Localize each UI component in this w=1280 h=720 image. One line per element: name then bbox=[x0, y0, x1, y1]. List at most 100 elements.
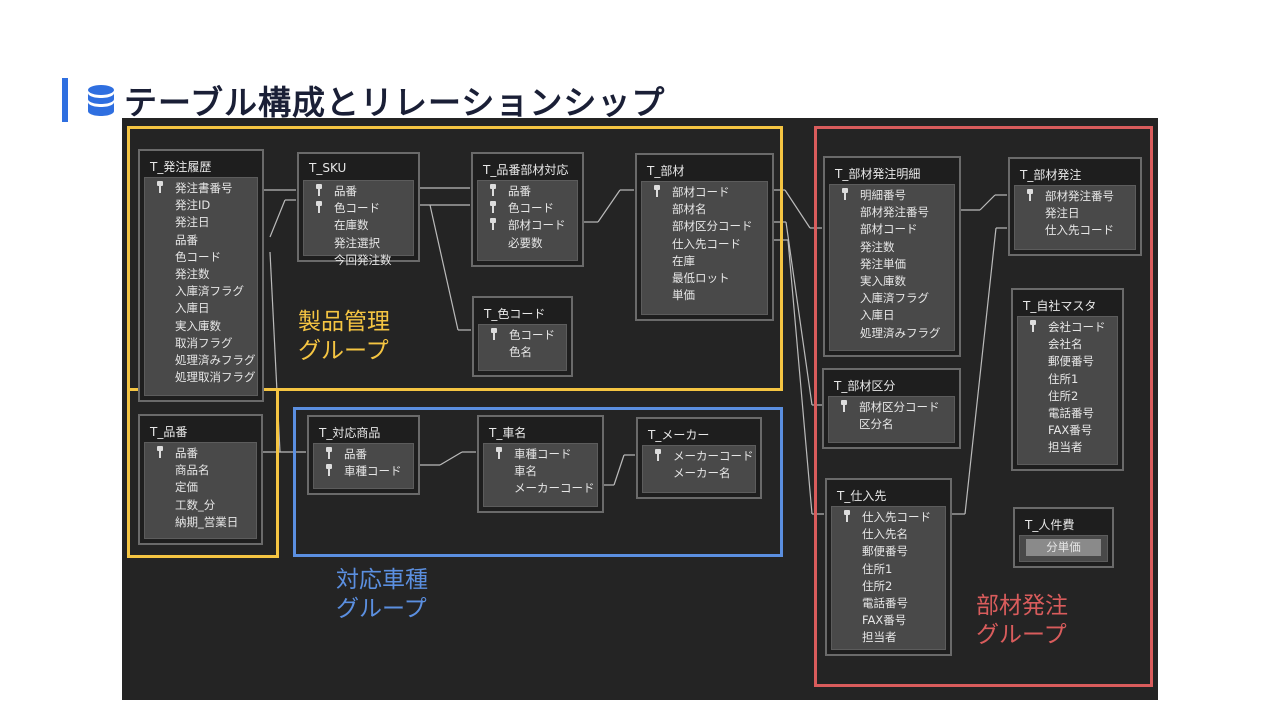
field-row[interactable]: 処理済みフラグ bbox=[145, 352, 257, 369]
field-row[interactable]: 区分名 bbox=[829, 416, 954, 433]
field-row[interactable]: 電話番号 bbox=[832, 595, 945, 612]
field-row[interactable]: 色コード bbox=[478, 200, 577, 217]
field-row[interactable]: 部材名 bbox=[642, 201, 767, 218]
table-taio[interactable]: T_対応商品品番車種コード bbox=[307, 415, 420, 495]
field-row[interactable]: 住所1 bbox=[1018, 371, 1117, 388]
field-row[interactable]: メーカー名 bbox=[643, 465, 755, 482]
field-row[interactable]: 在庫数 bbox=[304, 217, 413, 234]
field-row[interactable]: 品番 bbox=[145, 445, 256, 462]
field-row[interactable]: 発注日 bbox=[1015, 205, 1135, 222]
table-hinban-buzai[interactable]: T_品番部材対応品番色コード部材コード必要数 bbox=[471, 152, 584, 267]
field-row[interactable]: 在庫 bbox=[642, 253, 767, 270]
field-row[interactable]: 発注ID bbox=[145, 197, 257, 214]
table-maker[interactable]: T_メーカーメーカーコードメーカー名 bbox=[636, 417, 762, 499]
field-row[interactable]: 品番 bbox=[478, 183, 577, 200]
field-row[interactable]: 取消フラグ bbox=[145, 335, 257, 352]
field-row[interactable]: 品番 bbox=[304, 183, 413, 200]
field-row[interactable]: 実入庫数 bbox=[830, 273, 954, 290]
field-row[interactable]: 今回発注数 bbox=[304, 252, 413, 269]
table-title: T_品番 bbox=[150, 425, 188, 439]
table-buzai[interactable]: T_部材部材コード部材名部材区分コード仕入先コード在庫最低ロット単価 bbox=[635, 153, 774, 321]
table-meisai[interactable]: T_部材発注明細明細番号部材発注番号部材コード発注数発注単価実入庫数入庫済フラグ… bbox=[823, 156, 961, 357]
field-name: 実入庫数 bbox=[860, 273, 906, 288]
field-row[interactable]: 発注選択 bbox=[304, 235, 413, 252]
field-row[interactable]: 発注日 bbox=[145, 214, 257, 231]
field-row[interactable]: 仕入先コード bbox=[1015, 222, 1135, 239]
field-row[interactable]: 仕入先コード bbox=[642, 236, 767, 253]
field-row[interactable]: 仕入先名 bbox=[832, 526, 945, 543]
field-row[interactable]: 発注数 bbox=[830, 239, 954, 256]
field-row[interactable]: 入庫日 bbox=[145, 300, 257, 317]
field-row[interactable]: 色名 bbox=[479, 344, 566, 361]
table-buzai-hachu[interactable]: T_部材発注部材発注番号発注日仕入先コード bbox=[1008, 157, 1142, 256]
field-name: 郵便番号 bbox=[1048, 354, 1094, 369]
field-list: 品番色コード在庫数発注選択今回発注数 bbox=[303, 180, 414, 267]
field-row[interactable]: 納期_営業日 bbox=[145, 514, 256, 531]
field-row[interactable]: 住所2 bbox=[1018, 388, 1117, 405]
table-iro[interactable]: T_色コード色コード色名 bbox=[472, 296, 573, 377]
field-row[interactable]: 単価 bbox=[642, 287, 767, 304]
field-row[interactable]: FAX番号 bbox=[1018, 422, 1117, 439]
field-name: 車種コード bbox=[514, 447, 572, 461]
primary-key-icon bbox=[841, 400, 847, 412]
field-row[interactable]: 部材区分コード bbox=[829, 399, 954, 416]
field-row[interactable]: 会社名 bbox=[1018, 336, 1117, 353]
field-row[interactable]: 処理済みフラグ bbox=[830, 325, 954, 342]
field-row[interactable]: 必要数 bbox=[478, 235, 577, 252]
field-row[interactable]: 実入庫数 bbox=[145, 318, 257, 335]
field-row[interactable]: 定価 bbox=[145, 479, 256, 496]
field-row[interactable]: 部材コード bbox=[478, 217, 577, 234]
field-row[interactable]: 部材発注番号 bbox=[1015, 188, 1135, 205]
field-row[interactable]: 発注単価 bbox=[830, 256, 954, 273]
field-row[interactable]: メーカーコード bbox=[643, 448, 755, 465]
field-row[interactable]: 入庫日 bbox=[830, 307, 954, 324]
field-row[interactable]: 発注数 bbox=[145, 266, 257, 283]
table-jinkenhi[interactable]: T_人件費分単価 bbox=[1013, 507, 1114, 568]
field-row[interactable]: 品番 bbox=[314, 446, 413, 463]
field-row[interactable]: メーカーコード bbox=[484, 480, 597, 497]
field-row[interactable]: 入庫済フラグ bbox=[145, 283, 257, 300]
field-row[interactable]: 担当者 bbox=[1018, 439, 1117, 456]
field-row[interactable]: 商品名 bbox=[145, 462, 256, 479]
field-row[interactable]: 車種コード bbox=[314, 463, 413, 480]
field-row[interactable]: 住所1 bbox=[832, 561, 945, 578]
field-name: 色コード bbox=[175, 249, 221, 264]
field-name: メーカーコード bbox=[514, 481, 595, 496]
field-row[interactable]: 品番 bbox=[145, 232, 257, 249]
field-row[interactable]: 住所2 bbox=[832, 578, 945, 595]
field-row[interactable]: 明細番号 bbox=[830, 187, 954, 204]
field-row[interactable]: 担当者 bbox=[832, 629, 945, 646]
field-name: 分単価 bbox=[1046, 540, 1081, 554]
field-row[interactable]: 入庫済フラグ bbox=[830, 290, 954, 307]
field-row[interactable]: 部材コード bbox=[830, 221, 954, 238]
field-row[interactable]: 車種コード bbox=[484, 446, 597, 463]
field-row[interactable]: 電話番号 bbox=[1018, 405, 1117, 422]
table-title: T_人件費 bbox=[1025, 518, 1075, 532]
field-row[interactable]: 部材コード bbox=[642, 184, 767, 201]
field-row[interactable]: 処理取消フラグ bbox=[145, 369, 257, 386]
table-hinban[interactable]: T_品番品番商品名定価工数_分納期_営業日 bbox=[138, 414, 263, 545]
field-row[interactable]: 発注書番号 bbox=[145, 180, 257, 197]
field-row[interactable]: 分単価 bbox=[1026, 539, 1101, 557]
field-row[interactable]: 色コード bbox=[145, 249, 257, 266]
field-name: 発注単価 bbox=[860, 256, 906, 271]
field-row[interactable]: 仕入先コード bbox=[832, 509, 945, 526]
field-row[interactable]: 部材発注番号 bbox=[830, 204, 954, 221]
field-row[interactable]: 車名 bbox=[484, 463, 597, 480]
field-row[interactable]: 工数_分 bbox=[145, 497, 256, 514]
field-row[interactable]: 色コード bbox=[479, 327, 566, 344]
field-row[interactable]: 色コード bbox=[304, 200, 413, 217]
table-kubun[interactable]: T_部材区分部材区分コード区分名 bbox=[822, 368, 961, 449]
field-row[interactable]: 郵便番号 bbox=[1018, 353, 1117, 370]
field-row[interactable]: 部材区分コード bbox=[642, 218, 767, 235]
field-row[interactable]: 郵便番号 bbox=[832, 543, 945, 560]
field-row[interactable]: 会社コード bbox=[1018, 319, 1117, 336]
field-name: 発注数 bbox=[175, 266, 210, 281]
field-row[interactable]: FAX番号 bbox=[832, 612, 945, 629]
field-row[interactable]: 最低ロット bbox=[642, 270, 767, 287]
table-shamei[interactable]: T_車名車種コード車名メーカーコード bbox=[477, 415, 604, 513]
